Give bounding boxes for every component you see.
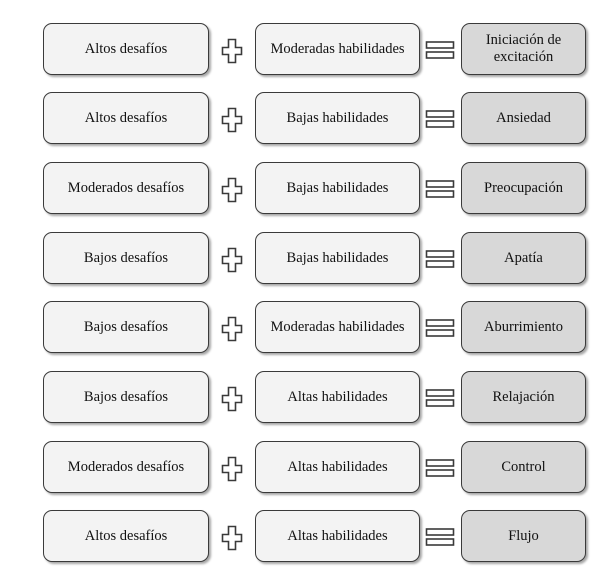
challenge-box: Moderados desafíos: [43, 441, 209, 493]
combination-row: Altos desafíos Moderadas habilidades Inici…: [0, 23, 605, 81]
challenge-box-label: Bajos desafíos: [83, 249, 169, 266]
plus-icon: [221, 525, 243, 551]
challenge-box: Altos desafíos: [43, 510, 209, 562]
combination-row: Bajos desafíos Altas habilidades Relajació…: [0, 371, 605, 429]
result-box-label: Ansiedad: [496, 109, 551, 126]
challenge-box: Moderados desafíos: [43, 162, 209, 214]
result-box-label: Control: [501, 458, 546, 475]
skill-box: Moderadas habilidades: [255, 301, 420, 353]
challenge-box-label: Bajos desafíos: [83, 318, 169, 335]
skill-box-label: Moderadas habilidades: [270, 318, 405, 335]
combination-row: Moderados desafíos Altas habilidades Contr…: [0, 441, 605, 499]
result-box: Flujo: [461, 510, 586, 562]
result-box: Iniciación de excitación: [461, 23, 586, 75]
equals-icon: [425, 110, 455, 128]
skill-box: Moderadas habilidades: [255, 23, 420, 75]
plus-icon: [221, 316, 243, 342]
combination-row: Bajos desafíos Moderadas habilidades Aburr…: [0, 301, 605, 359]
challenge-box-label: Altos desafíos: [84, 109, 168, 126]
skill-box-label: Bajas habilidades: [286, 249, 389, 266]
result-box-label: Relajación: [492, 388, 555, 405]
challenge-box: Bajos desafíos: [43, 232, 209, 284]
challenge-box: Bajos desafíos: [43, 301, 209, 353]
skill-box: Altas habilidades: [255, 371, 420, 423]
equals-icon: [425, 459, 455, 477]
equals-icon: [425, 389, 455, 407]
result-box: Preocupación: [461, 162, 586, 214]
plus-icon: [221, 107, 243, 133]
challenge-box-label: Moderados desafíos: [67, 179, 185, 196]
result-box: Ansiedad: [461, 92, 586, 144]
skill-box: Bajas habilidades: [255, 92, 420, 144]
plus-icon: [221, 456, 243, 482]
skill-box-label: Bajas habilidades: [286, 179, 389, 196]
skill-box-label: Altas habilidades: [287, 388, 388, 405]
skill-box: Bajas habilidades: [255, 162, 420, 214]
skill-box-label: Bajas habilidades: [286, 109, 389, 126]
combination-row: Moderados desafíos Bajas habilidades Preoc…: [0, 162, 605, 220]
challenge-box: Bajos desafíos: [43, 371, 209, 423]
combination-row: Bajos desafíos Bajas habilidades Apatía: [0, 232, 605, 290]
challenge-box-label: Altos desafíos: [84, 527, 168, 544]
result-box: Control: [461, 441, 586, 493]
equals-icon: [425, 319, 455, 337]
challenge-box-label: Altos desafíos: [84, 40, 168, 57]
result-box: Relajación: [461, 371, 586, 423]
plus-icon: [221, 38, 243, 64]
equals-icon: [425, 41, 455, 59]
skill-box: Altas habilidades: [255, 510, 420, 562]
plus-icon: [221, 386, 243, 412]
challenge-box: Altos desafíos: [43, 23, 209, 75]
combination-row: Altos desafíos Bajas habilidades Ansiedad: [0, 92, 605, 150]
result-box: Aburrimiento: [461, 301, 586, 353]
skill-box-label: Altas habilidades: [287, 458, 388, 475]
skill-box: Altas habilidades: [255, 441, 420, 493]
result-box-label: Preocupación: [484, 179, 563, 196]
result-box-label: Iniciación de excitación: [485, 32, 562, 65]
result-box-label: Aburrimiento: [484, 318, 563, 335]
equals-icon: [425, 528, 455, 546]
skill-box-label: Altas habilidades: [287, 527, 388, 544]
plus-icon: [221, 247, 243, 273]
challenge-box-label: Moderados desafíos: [67, 458, 185, 475]
equals-icon: [425, 250, 455, 268]
combination-row: Altos desafíos Altas habilidades Flujo: [0, 510, 605, 568]
result-box-label: Flujo: [508, 527, 539, 544]
equals-icon: [425, 180, 455, 198]
challenge-box-label: Bajos desafíos: [83, 388, 169, 405]
result-box: Apatía: [461, 232, 586, 284]
skill-box-label: Moderadas habilidades: [270, 40, 405, 57]
challenge-box: Altos desafíos: [43, 92, 209, 144]
skill-box: Bajas habilidades: [255, 232, 420, 284]
plus-icon: [221, 177, 243, 203]
result-box-label: Apatía: [504, 249, 543, 266]
